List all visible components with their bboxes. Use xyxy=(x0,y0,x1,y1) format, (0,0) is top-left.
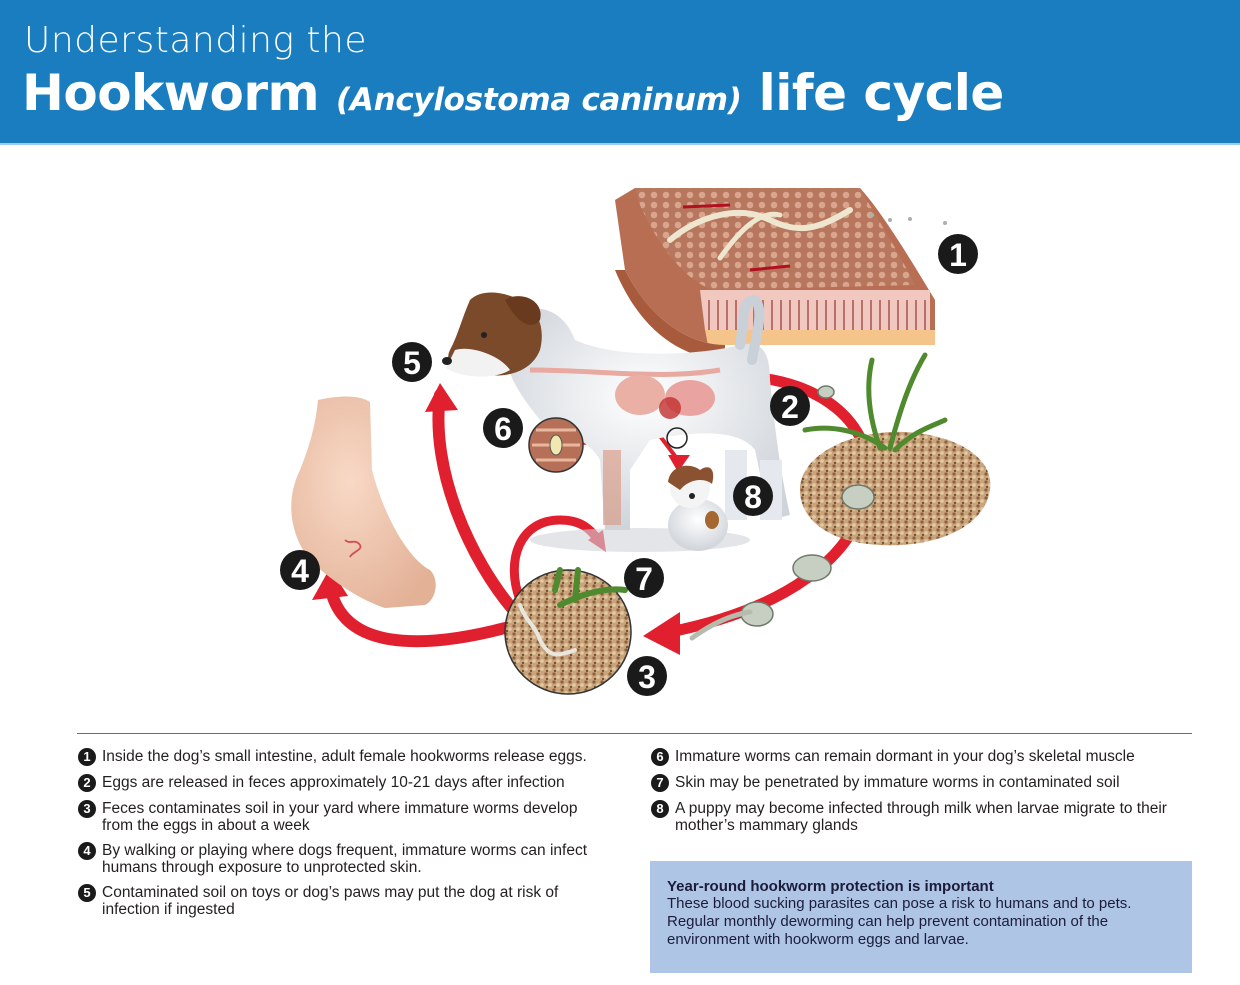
callout-body: These blood sucking parasites can pose a… xyxy=(667,895,1132,948)
step-text: Inside the dog’s small intestine, adult … xyxy=(102,748,587,765)
arrow-3-to-4 xyxy=(324,579,511,648)
step-text: Eggs are released in feces approximately… xyxy=(102,774,565,791)
step-text: Feces contaminates soil in your yard whe… xyxy=(102,800,578,834)
soil-closeup xyxy=(504,567,632,695)
step-item-8: 8 A puppy may become infected through mi… xyxy=(651,800,1196,834)
svg-text:6: 6 xyxy=(494,411,512,447)
badge-3: 3 xyxy=(627,656,667,696)
step-item-6: 6 Immature worms can remain dormant in y… xyxy=(651,748,1211,766)
steps-list-right: 6 Immature worms can remain dormant in y… xyxy=(651,748,1211,842)
svg-text:7: 7 xyxy=(635,561,653,597)
arrow-3-to-5 xyxy=(432,389,521,618)
step-item-5: 5 Contaminated soil on toys or dog’s paw… xyxy=(78,884,568,918)
step-text: Contaminated soil on toys or dog’s paws … xyxy=(102,884,559,918)
svg-text:2: 2 xyxy=(781,389,799,425)
title-line-1: Understanding the xyxy=(24,20,368,61)
intestine-cross-section xyxy=(615,188,947,360)
soil-with-grass xyxy=(689,352,991,641)
step-item-4: 4 By walking or playing where dogs frequ… xyxy=(78,842,623,876)
step-item-1: 1 Inside the dog’s small intestine, adul… xyxy=(78,748,638,766)
step-number: 8 xyxy=(651,800,669,818)
svg-text:1: 1 xyxy=(949,237,967,273)
step-item-7: 7 Skin may be penetrated by immature wor… xyxy=(651,774,1211,792)
step-item-3: 3 Feces contaminates soil in your yard w… xyxy=(78,800,608,834)
title-latin-name: (Ancylostoma caninum) xyxy=(336,82,742,118)
svg-text:5: 5 xyxy=(403,345,421,381)
title-line-2: Hookworm (Ancylostoma caninum) life cycl… xyxy=(22,64,1004,122)
section-divider xyxy=(77,733,1192,734)
step-text: Skin may be penetrated by immature worms… xyxy=(675,774,1120,791)
arrow-7-to-dog xyxy=(509,515,603,605)
step-item-2: 2 Eggs are released in feces approximate… xyxy=(78,774,638,792)
step-number: 7 xyxy=(651,774,669,792)
life-cycle-illustration: 1 2 3 4 5 6 7 8 xyxy=(280,188,991,696)
badge-2: 2 xyxy=(770,386,810,426)
muscle-closeup xyxy=(528,417,584,473)
badge-4: 4 xyxy=(280,550,320,590)
badge-8: 8 xyxy=(733,476,773,516)
badge-1: 1 xyxy=(938,234,978,274)
adult-dog xyxy=(442,292,790,552)
human-foot xyxy=(291,396,436,608)
step-text: Immature worms can remain dormant in you… xyxy=(675,748,1135,765)
step-number: 3 xyxy=(78,800,96,818)
step-number: 4 xyxy=(78,842,96,860)
svg-text:8: 8 xyxy=(744,479,762,515)
step-text: A puppy may become infected through milk… xyxy=(675,800,1167,834)
title-end: life cycle xyxy=(758,64,1005,122)
title-banner: Understanding the Hookworm (Ancylostoma … xyxy=(0,0,1240,145)
step-text: By walking or playing where dogs frequen… xyxy=(102,842,588,876)
svg-text:4: 4 xyxy=(291,553,309,589)
callout-title: Year-round hookworm protection is import… xyxy=(667,878,994,895)
step-number: 6 xyxy=(651,748,669,766)
title-main: Hookworm xyxy=(22,64,320,122)
step-number: 2 xyxy=(78,774,96,792)
egg xyxy=(841,484,875,510)
badge-6: 6 xyxy=(483,408,523,448)
steps-list-left: 1 Inside the dog’s small intestine, adul… xyxy=(78,748,638,926)
step-number: 5 xyxy=(78,884,96,902)
egg xyxy=(817,385,835,399)
svg-text:3: 3 xyxy=(638,659,656,695)
larva xyxy=(689,609,753,641)
badge-5: 5 xyxy=(392,342,432,382)
egg xyxy=(792,554,832,582)
badge-7: 7 xyxy=(624,558,664,598)
step-number: 1 xyxy=(78,748,96,766)
puppy xyxy=(668,465,728,551)
step-badges: 1 2 3 4 5 6 7 8 xyxy=(280,234,978,696)
protection-callout: Year-round hookworm protection is import… xyxy=(650,861,1192,973)
